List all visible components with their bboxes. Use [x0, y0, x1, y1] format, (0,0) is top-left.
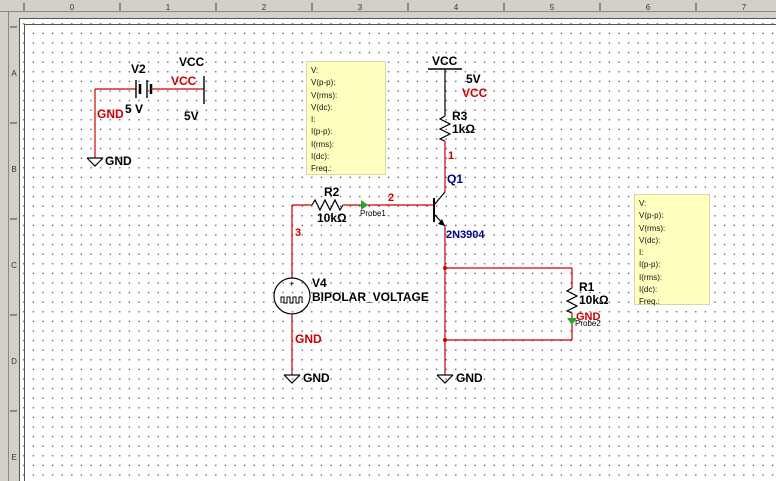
probe2-marker[interactable] [567, 318, 577, 325]
sheet-border [19, 18, 776, 481]
ruler-col-6: 6 [646, 3, 651, 12]
r1-ref: R1 [579, 280, 595, 294]
probe-card-line: V: [311, 66, 319, 75]
v4-net-gnd: GND [295, 332, 322, 346]
ruler-row-ticks [10, 26, 17, 412]
v2-ground-symbol [86, 157, 104, 167]
v2-net-vcc: VCC [171, 74, 197, 88]
r3-ref: R3 [452, 109, 468, 123]
r2-ref: R2 [324, 185, 340, 199]
probe-card-line: Freq.: [311, 164, 332, 174]
probe-card-line: V(rms): [639, 223, 666, 233]
r1-resistor[interactable] [565, 287, 579, 314]
probe-card-line: I(rms): [639, 272, 663, 282]
probe-card-line: I(dc): [311, 152, 330, 162]
r1-value: 10kΩ [579, 293, 609, 307]
probe-card-line: V(p-p): [639, 211, 664, 221]
v2-vcc-value: 5V [184, 109, 199, 123]
q1-ref: Q1 [447, 172, 463, 186]
v2-gnd-label: GND [105, 154, 132, 168]
probe-card-line: V(dc): [311, 102, 333, 112]
v2-vcc-label: VCC [179, 55, 205, 69]
vcc-top-label: VCC [432, 54, 458, 68]
vcc-top-value: 5V [466, 72, 481, 86]
probe-card-line: I: [639, 248, 644, 258]
probe-card-line: I: [311, 115, 316, 125]
r1-net: GND [576, 311, 601, 323]
probe-card-line: Freq.: [639, 297, 660, 307]
probe-card-line: V(dc): [639, 235, 661, 245]
probe1-measurement-card[interactable]: V: V(p-p): V(rms): V(dc): I: I(p-p): I(rms): I(… [306, 61, 386, 175]
ruler-column-ticks [23, 3, 697, 11]
ruler-row-e: E [11, 453, 16, 462]
v4-ground-symbol [283, 374, 301, 384]
q1-gnd-label: GND [456, 371, 483, 385]
q1-transistor[interactable] [433, 191, 446, 227]
ruler-row-a: A [11, 69, 17, 78]
probe1-label: Probe1 [360, 209, 386, 218]
ruler-row-d: D [11, 357, 17, 366]
net-3-label: 3 [295, 227, 301, 239]
v2-battery[interactable] [94, 80, 204, 158]
ruler-row-c: C [11, 261, 17, 270]
v4-ref: V4 [312, 276, 327, 290]
ruler-col-2: 2 [262, 3, 267, 12]
ruler-col-0: 0 [70, 3, 75, 12]
q1-model: 2N3904 [446, 229, 485, 241]
probe-card-line: I(p-p): [311, 127, 333, 137]
ruler-col-4: 4 [454, 3, 459, 12]
v4-value: BIPOLAR_VOLTAGE [312, 290, 429, 304]
r3-resistor[interactable] [438, 115, 452, 142]
net-1-label: 1 [448, 150, 454, 162]
probe-card-line: I(dc): [639, 285, 658, 295]
r2-resistor[interactable] [311, 198, 344, 212]
vcc-top-net: VCC [462, 86, 488, 100]
probe-card-line: V(p-p): [311, 78, 336, 88]
ruler-col-3: 3 [358, 3, 363, 12]
probe-card-line: I(rms): [311, 139, 335, 149]
probe-card-line: V(rms): [311, 90, 338, 100]
q1-ground-symbol [436, 374, 454, 384]
r2-value: 10kΩ [317, 211, 347, 225]
net-2-label: 2 [388, 192, 394, 204]
ruler-col-5: 5 [550, 3, 555, 12]
r3-value: 1kΩ [452, 122, 475, 136]
probe1-marker[interactable] [361, 200, 368, 210]
probe-card-line: I(p-p): [639, 260, 661, 270]
probe2-label: Probe2 [575, 319, 601, 328]
v4-gnd-label: GND [303, 371, 330, 385]
ruler-col-1: 1 [166, 3, 171, 12]
probe2-measurement-card[interactable]: V: V(p-p): V(rms): V(dc): I: I(p-p): I(rms): I(… [634, 194, 710, 307]
probe-card-line: V: [639, 199, 647, 208]
ruler-col-7: 7 [742, 3, 747, 12]
v2-net-gnd: GND [97, 107, 124, 121]
v2-value: 5 V [125, 102, 143, 116]
v2-ref: V2 [131, 62, 146, 76]
ruler-row-b: B [11, 165, 16, 174]
v4-plus-sign: + [289, 279, 294, 289]
